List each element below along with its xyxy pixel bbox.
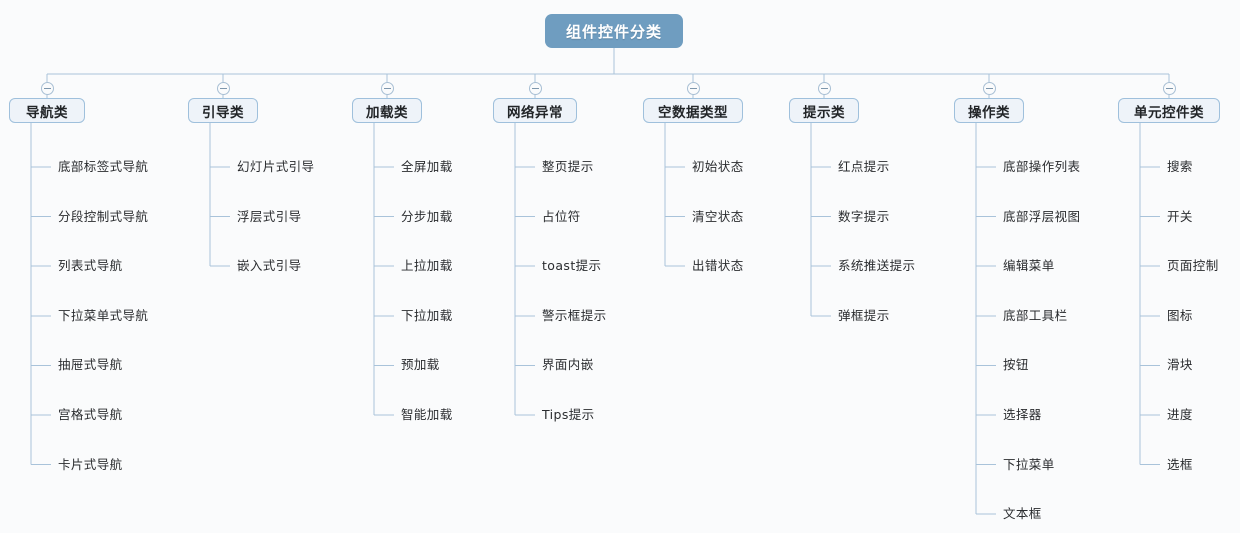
leaf-item[interactable]: 弹框提示 (838, 307, 890, 323)
leaf-item[interactable]: 下拉菜单式导航 (58, 307, 149, 323)
collapse-toggle-4[interactable] (528, 82, 542, 95)
leaf-item[interactable]: 选择器 (1003, 407, 1042, 422)
leaf-item[interactable]: 界面内嵌 (542, 357, 594, 373)
leaf-item[interactable]: 列表式导航 (58, 258, 123, 274)
leaf-item[interactable]: 嵌入式引导 (237, 258, 302, 274)
leaf-item[interactable]: 智能加载 (401, 407, 453, 422)
category-node-label: 加载类 (366, 104, 408, 121)
leaf-item[interactable]: 预加载 (401, 357, 440, 373)
leaf-item[interactable]: 开关 (1167, 208, 1193, 224)
leaf-item[interactable]: 进度 (1167, 407, 1193, 422)
category-node-label: 网络异常 (507, 104, 563, 121)
leaf-item[interactable]: 页面控制 (1167, 258, 1219, 274)
category-node-4[interactable]: 网络异常 (493, 98, 577, 123)
leaf-item[interactable]: 宫格式导航 (58, 407, 123, 422)
category-node-3[interactable]: 加载类 (352, 98, 422, 123)
category-node-5[interactable]: 空数据类型 (643, 98, 743, 123)
leaf-item[interactable]: 下拉菜单 (1003, 456, 1055, 472)
collapse-toggle-3[interactable] (380, 82, 394, 95)
collapse-toggle-7[interactable] (982, 82, 996, 95)
leaf-item[interactable]: 编辑菜单 (1003, 258, 1055, 274)
leaf-item[interactable]: 上拉加载 (401, 258, 453, 274)
category-node-label: 操作类 (968, 104, 1010, 121)
leaf-item[interactable]: 清空状态 (692, 208, 744, 224)
leaf-item[interactable]: 系统推送提示 (838, 258, 916, 274)
collapse-toggle-5[interactable] (686, 82, 700, 95)
leaf-item[interactable]: 底部标签式导航 (58, 159, 149, 174)
leaf-item[interactable]: 搜索 (1167, 159, 1193, 174)
category-node-1[interactable]: 导航类 (9, 98, 85, 123)
leaf-item[interactable]: 数字提示 (838, 208, 890, 224)
collapse-toggle-2[interactable] (216, 82, 230, 95)
collapse-toggle-6[interactable] (817, 82, 831, 95)
root-node[interactable]: 组件控件分类 (545, 14, 683, 48)
category-node-6[interactable]: 提示类 (789, 98, 859, 123)
leaf-item[interactable]: 底部操作列表 (1003, 159, 1081, 174)
category-node-label: 单元控件类 (1134, 104, 1204, 121)
leaf-item[interactable]: 浮层式引导 (237, 208, 302, 224)
leaf-item[interactable]: 滑块 (1167, 357, 1193, 373)
collapse-toggle-8[interactable] (1162, 82, 1176, 95)
leaf-item[interactable]: 出错状态 (692, 258, 744, 274)
leaf-item[interactable]: 文本框 (1003, 506, 1042, 522)
leaf-item[interactable]: 红点提示 (838, 159, 890, 174)
leaf-item[interactable]: 幻灯片式引导 (237, 159, 315, 174)
leaf-item[interactable]: 抽屉式导航 (58, 357, 123, 373)
category-node-2[interactable]: 引导类 (188, 98, 258, 123)
category-node-label: 引导类 (202, 104, 244, 121)
leaf-item[interactable]: 底部工具栏 (1003, 307, 1068, 323)
category-node-7[interactable]: 操作类 (954, 98, 1024, 123)
category-node-label: 空数据类型 (658, 104, 728, 121)
leaf-item[interactable]: 警示框提示 (542, 307, 607, 323)
leaf-item[interactable]: Tips提示 (542, 407, 595, 422)
category-node-label: 提示类 (803, 104, 845, 121)
leaf-item[interactable]: 卡片式导航 (58, 456, 123, 472)
leaf-item[interactable]: 分段控制式导航 (58, 208, 149, 224)
leaf-item[interactable]: 初始状态 (692, 159, 744, 174)
leaf-item[interactable]: 分步加载 (401, 208, 453, 224)
leaf-item[interactable]: 图标 (1167, 307, 1193, 323)
leaf-item[interactable]: 底部浮层视图 (1003, 208, 1081, 224)
category-node-label: 导航类 (26, 104, 68, 121)
leaf-item[interactable]: 选框 (1167, 456, 1193, 472)
category-node-8[interactable]: 单元控件类 (1118, 98, 1220, 123)
leaf-item[interactable]: 占位符 (542, 208, 581, 224)
collapse-toggle-1[interactable] (40, 82, 54, 95)
leaf-item[interactable]: 整页提示 (542, 159, 594, 174)
leaf-item[interactable]: 下拉加载 (401, 307, 453, 323)
leaf-item[interactable]: 全屏加载 (401, 159, 453, 174)
leaf-item[interactable]: toast提示 (542, 258, 602, 274)
leaf-item[interactable]: 按钮 (1003, 357, 1029, 373)
